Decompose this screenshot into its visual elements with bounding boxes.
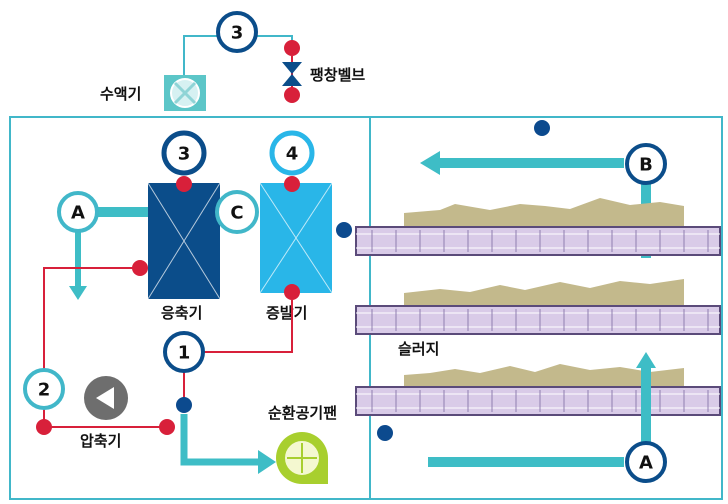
airflow-to-fan — [180, 414, 262, 466]
top-marker-3-label: 3 — [231, 23, 244, 44]
sludge-label: 슬러지 — [398, 340, 439, 358]
expansion-valve-label: 팽창벨브 — [310, 66, 365, 84]
conveyor-belt-top — [355, 226, 721, 256]
air-marker-c — [215, 190, 259, 234]
airflow-a-bottom-horizontal — [428, 457, 624, 467]
air-marker-a-bottom-label: A — [639, 453, 653, 474]
conveyor-belt-ribs — [371, 230, 709, 412]
compressor-label: 압축기 — [80, 432, 121, 450]
refrigerant-line-left — [43, 267, 167, 428]
air-marker-a-left — [57, 191, 99, 233]
condenser-top-dot — [176, 176, 192, 192]
receiver-label: 수액기 — [100, 85, 141, 103]
evaporator-marker-4 — [269, 130, 315, 176]
refrigerant-line-evap — [202, 300, 293, 353]
condenser-side-dot — [132, 260, 148, 276]
evaporator-label: 증발기 — [266, 304, 307, 322]
compressor-icon — [84, 376, 128, 420]
chamber-blue-dot-top — [534, 120, 550, 136]
sludge-layer-middle — [404, 279, 684, 306]
marker-2 — [23, 368, 65, 410]
circulation-fan-label: 순환공기팬 — [268, 404, 337, 422]
airflow-a-up-arrow — [636, 352, 656, 368]
circulation-fan-icon — [276, 432, 328, 484]
marker-1 — [163, 331, 205, 373]
airflow-b-arrow — [420, 151, 440, 175]
valve-bottom-dot — [284, 87, 300, 103]
node-1-blue-dot — [176, 397, 192, 413]
condenser-marker-3-label: 3 — [178, 144, 191, 165]
chamber-blue-dot-left — [336, 222, 352, 238]
compressor-right-dot — [159, 419, 175, 435]
air-marker-a-left-label: A — [71, 203, 85, 224]
chamber-blue-dot-bottom — [377, 425, 393, 441]
airflow-a-to-condenser — [96, 207, 148, 217]
conveyor-belt-middle — [355, 305, 721, 335]
airflow-b-horizontal — [436, 158, 624, 168]
air-marker-b — [625, 143, 667, 185]
condenser-cross — [147, 182, 221, 300]
sludge-layer-top — [404, 198, 684, 227]
evaporator-marker-4-label: 4 — [286, 144, 299, 165]
marker-1-label: 1 — [178, 343, 191, 364]
compressor-left-dot — [36, 419, 52, 435]
sludge-layer-bottom — [404, 364, 684, 387]
evaporator-cross — [259, 182, 333, 294]
valve-top-dot — [284, 40, 300, 56]
airflow-a-up — [641, 368, 651, 446]
air-marker-a-bottom — [625, 441, 667, 483]
evaporator-bottom-dot — [284, 284, 300, 300]
expansion-valve-icon — [282, 56, 302, 92]
airflow-to-fan-arrow — [258, 450, 276, 474]
conveyor-belt-bottom — [355, 386, 721, 416]
marker-2-label: 2 — [38, 380, 51, 401]
condenser-label: 응축기 — [161, 304, 202, 322]
receiver-icon — [170, 78, 200, 108]
top-marker-3 — [216, 11, 258, 53]
air-marker-c-label: C — [230, 203, 243, 224]
airflow-a-down-arrow — [69, 286, 87, 300]
condenser-marker-3 — [161, 130, 207, 176]
air-marker-b-label: B — [639, 155, 653, 176]
evaporator-top-dot — [284, 176, 300, 192]
